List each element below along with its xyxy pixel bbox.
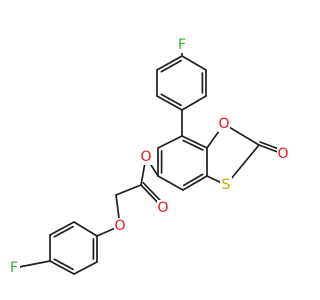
atom-o-ether-label: O	[114, 218, 125, 234]
atom-o-ester: O	[140, 149, 152, 165]
bond-line	[181, 55, 207, 71]
atom-o-carbonyl-ester: O	[157, 200, 169, 216]
atom-f-top-label: F	[178, 37, 186, 53]
atom-f-top: F	[176, 37, 188, 53]
atom-s-ring-label: S	[222, 177, 231, 193]
bond-line	[49, 260, 75, 275]
atom-o-ester-label: O	[140, 149, 151, 165]
bond-line	[73, 221, 98, 237]
bond-line	[49, 221, 75, 236]
bond-line	[160, 93, 182, 107]
atom-o-ether: O	[114, 218, 126, 234]
atom-f-bottom: F	[8, 260, 20, 276]
bond-line	[156, 95, 183, 111]
molecule-structure-canvas: F O O S O O O F	[8, 37, 289, 276]
bond-line	[73, 261, 98, 275]
atom-o-ring-label: O	[218, 116, 229, 132]
bond-line	[182, 175, 208, 191]
bond-line	[181, 95, 207, 111]
bond-line	[160, 59, 182, 73]
atom-s-ring: S	[220, 177, 232, 193]
bond-line	[157, 135, 183, 149]
bond-line	[182, 173, 204, 187]
atom-o-carbonyl-ring-label: O	[277, 146, 288, 162]
bond-line	[182, 139, 204, 151]
bond-line	[181, 135, 208, 149]
atom-o-carbonyl-ring: O	[277, 146, 289, 162]
bond-line	[156, 55, 183, 71]
bond-line	[53, 225, 74, 238]
atom-o-ring: O	[218, 116, 230, 132]
atom-f-bottom-label: F	[10, 260, 18, 276]
bond-line	[157, 175, 184, 191]
bond-line	[53, 258, 74, 271]
atom-o-carbonyl-ester-label: O	[157, 200, 168, 216]
bond-line	[115, 184, 142, 196]
